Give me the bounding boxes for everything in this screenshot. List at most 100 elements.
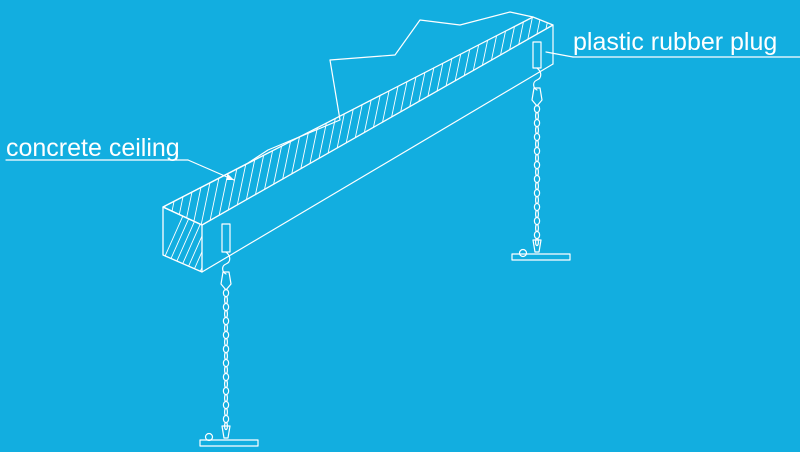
chain-link <box>222 414 230 424</box>
hatch-line <box>373 17 425 225</box>
chain-link <box>534 237 539 247</box>
hatch-line <box>477 17 529 225</box>
hatch-line <box>285 17 337 225</box>
hatch-line <box>293 17 345 225</box>
fixture-bracket-left <box>199 439 259 447</box>
hatch-line <box>349 17 401 225</box>
hatch-line <box>197 17 249 225</box>
chain-left <box>222 288 230 431</box>
chain-link <box>222 372 230 382</box>
right-hanger <box>511 41 571 261</box>
chain-link <box>224 365 229 375</box>
chain-link <box>533 216 541 226</box>
chain-link <box>534 111 539 121</box>
hatch-line <box>181 17 233 225</box>
chain-link <box>533 146 541 156</box>
clip-left <box>220 271 232 291</box>
chain-link <box>533 132 541 142</box>
chain-link <box>533 160 541 170</box>
hatch-line <box>163 17 209 225</box>
chain-link <box>533 230 541 240</box>
chain-link <box>534 181 539 191</box>
chain-link <box>224 323 229 333</box>
hatch-line <box>381 17 433 225</box>
bolt-right <box>518 248 528 258</box>
hatch-line <box>357 17 409 225</box>
hatch-line <box>461 17 513 225</box>
clip-bottom-right <box>532 239 542 253</box>
hatch-line <box>206 200 246 290</box>
chain-link <box>222 344 230 354</box>
chain-link <box>224 309 229 319</box>
chain-link <box>224 351 229 361</box>
hatch-line <box>501 17 553 225</box>
hatch-line <box>389 17 441 225</box>
hatch-line <box>253 17 305 225</box>
chain-link <box>534 195 539 205</box>
chain-link <box>533 118 541 128</box>
hook-left <box>222 251 231 275</box>
hatch-line <box>517 17 553 225</box>
hatch-line <box>405 17 457 225</box>
chain-link <box>224 337 229 347</box>
hatch-line <box>177 207 202 272</box>
leader-lines <box>5 51 800 181</box>
hatch-line <box>221 17 273 225</box>
hatch-line <box>170 207 202 272</box>
clip-bottom-left <box>221 425 231 439</box>
chain-link <box>224 393 229 403</box>
chain-link <box>533 202 541 212</box>
slab-end-hatching <box>163 200 260 290</box>
chain-link <box>222 302 230 312</box>
hatch-line <box>421 17 473 225</box>
hatch-line <box>220 200 260 290</box>
chain-right <box>533 104 541 247</box>
hatch-line <box>341 17 393 225</box>
hatch-line <box>317 17 369 225</box>
hook-right <box>533 67 542 91</box>
concrete-ceiling-label: concrete ceiling <box>6 134 180 162</box>
hatch-line <box>333 17 385 225</box>
clip-right <box>531 87 543 107</box>
hatch-line <box>245 17 297 225</box>
plastic-rubber-plug-left <box>221 223 231 253</box>
chain-link <box>534 167 539 177</box>
hatch-line <box>261 17 313 225</box>
chain-link <box>533 174 541 184</box>
hatch-line <box>269 17 321 225</box>
plastic-rubber-plug-right <box>532 41 542 69</box>
chain-link <box>534 125 539 135</box>
hatch-line <box>277 17 329 225</box>
chain-link <box>224 379 229 389</box>
chain-link <box>222 330 230 340</box>
hatch-line <box>397 17 449 225</box>
hatch-line <box>198 207 202 272</box>
hatch-line <box>163 17 201 225</box>
hatch-line <box>445 17 497 225</box>
fixture-bracket-right <box>511 253 571 261</box>
chain-link <box>222 316 230 326</box>
chain-link <box>534 153 539 163</box>
hatch-line <box>237 17 289 225</box>
chain-link <box>224 407 229 417</box>
hatch-line <box>173 17 225 225</box>
chain-link <box>222 386 230 396</box>
chain-link <box>534 139 539 149</box>
hatch-line <box>189 17 241 225</box>
chain-link <box>222 358 230 368</box>
hatch-line <box>437 17 489 225</box>
chain-link <box>224 295 229 305</box>
chain-link <box>533 188 541 198</box>
chain-link <box>222 400 230 410</box>
left-hanger <box>199 223 259 447</box>
hatch-line <box>229 17 281 225</box>
chain-link <box>534 223 539 233</box>
chain-link <box>534 209 539 219</box>
hatch-line <box>485 17 537 225</box>
hatch-line <box>453 17 505 225</box>
hatch-line <box>205 17 257 225</box>
bolt-left <box>204 432 214 442</box>
hatch-line <box>301 17 353 225</box>
